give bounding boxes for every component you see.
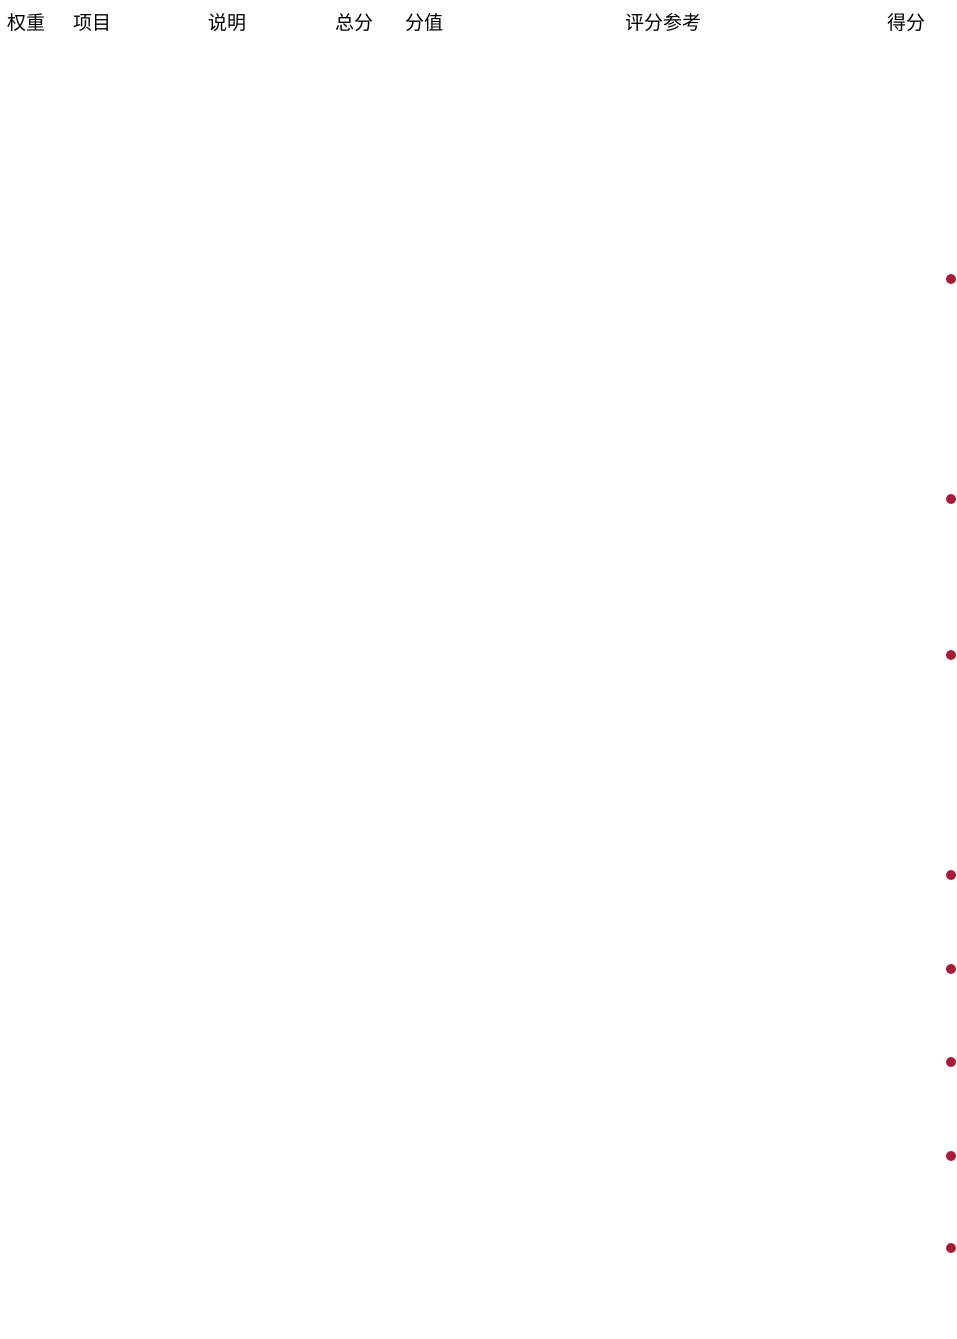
row-marker-dot xyxy=(946,1057,956,1067)
column-header-description: 说明 xyxy=(208,12,247,34)
row-marker-dot xyxy=(946,274,956,284)
column-header-reference: 评分参考 xyxy=(625,12,702,34)
row-marker-dot xyxy=(946,494,956,504)
row-marker-dot xyxy=(946,964,956,974)
row-marker-dot xyxy=(946,1243,956,1253)
row-marker-dot xyxy=(946,870,956,880)
column-header-item: 项目 xyxy=(73,12,112,34)
table-body xyxy=(0,46,957,1339)
table-header-row: 权重 项目 说明 总分 分值 评分参考 得分 xyxy=(0,0,957,46)
row-marker-dot xyxy=(946,1151,956,1161)
column-header-total: 总分 xyxy=(335,12,374,34)
column-header-value: 分值 xyxy=(405,12,444,34)
row-marker-dot xyxy=(946,650,956,660)
column-header-score: 得分 xyxy=(887,12,926,34)
column-header-weight: 权重 xyxy=(7,12,46,34)
